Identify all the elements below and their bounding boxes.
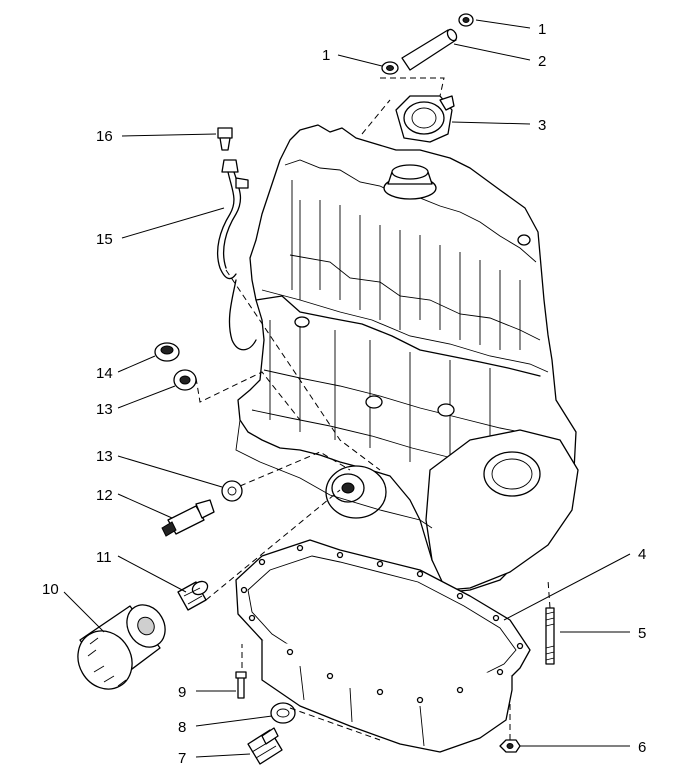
callout-2: 2	[538, 53, 546, 70]
callout-10: 10	[42, 581, 59, 598]
bolt-9	[235, 671, 247, 699]
breather-hose	[401, 28, 458, 71]
callout-14: 14	[96, 365, 113, 382]
dipstick-handle	[217, 127, 233, 151]
callout-labels: 1 1 2 3 16 15 14 13 13 12 11 10 9 8 7 4 …	[42, 21, 646, 767]
callout-11: 11	[96, 549, 112, 566]
washer-13-upper	[173, 369, 197, 391]
filter-adapter	[177, 580, 209, 611]
callout-15: 15	[96, 231, 113, 248]
callout-13-lower: 13	[96, 448, 113, 465]
nut-6	[499, 739, 521, 753]
oil-filter	[77, 604, 166, 690]
drain-plug	[247, 727, 283, 765]
stud-5	[545, 607, 555, 665]
plug-14	[154, 342, 180, 362]
callout-16: 16	[96, 128, 113, 145]
callout-4: 4	[638, 546, 646, 563]
callout-1-upper: 1	[538, 21, 546, 38]
oil-pan	[235, 539, 531, 753]
callout-12: 12	[96, 487, 113, 504]
callout-13-upper: 13	[96, 401, 113, 418]
washer-13-lower	[221, 480, 243, 502]
callout-9: 9	[178, 684, 186, 701]
oil-pressure-switch	[161, 499, 215, 537]
callout-1-lower: 1	[322, 47, 330, 64]
callout-6: 6	[638, 739, 646, 756]
breather-housing	[395, 95, 455, 143]
hose-clamp-lower	[381, 61, 399, 75]
hose-clamp-upper	[458, 13, 474, 27]
callout-7: 7	[178, 750, 186, 767]
callout-5: 5	[638, 625, 646, 642]
dipstick-tube	[216, 159, 249, 280]
assembly-guide-lines	[195, 77, 551, 741]
drain-washer	[270, 702, 296, 724]
callout-leaders	[63, 19, 631, 758]
callout-8: 8	[178, 719, 186, 736]
callout-3: 3	[538, 117, 546, 134]
engine-block	[228, 124, 579, 593]
